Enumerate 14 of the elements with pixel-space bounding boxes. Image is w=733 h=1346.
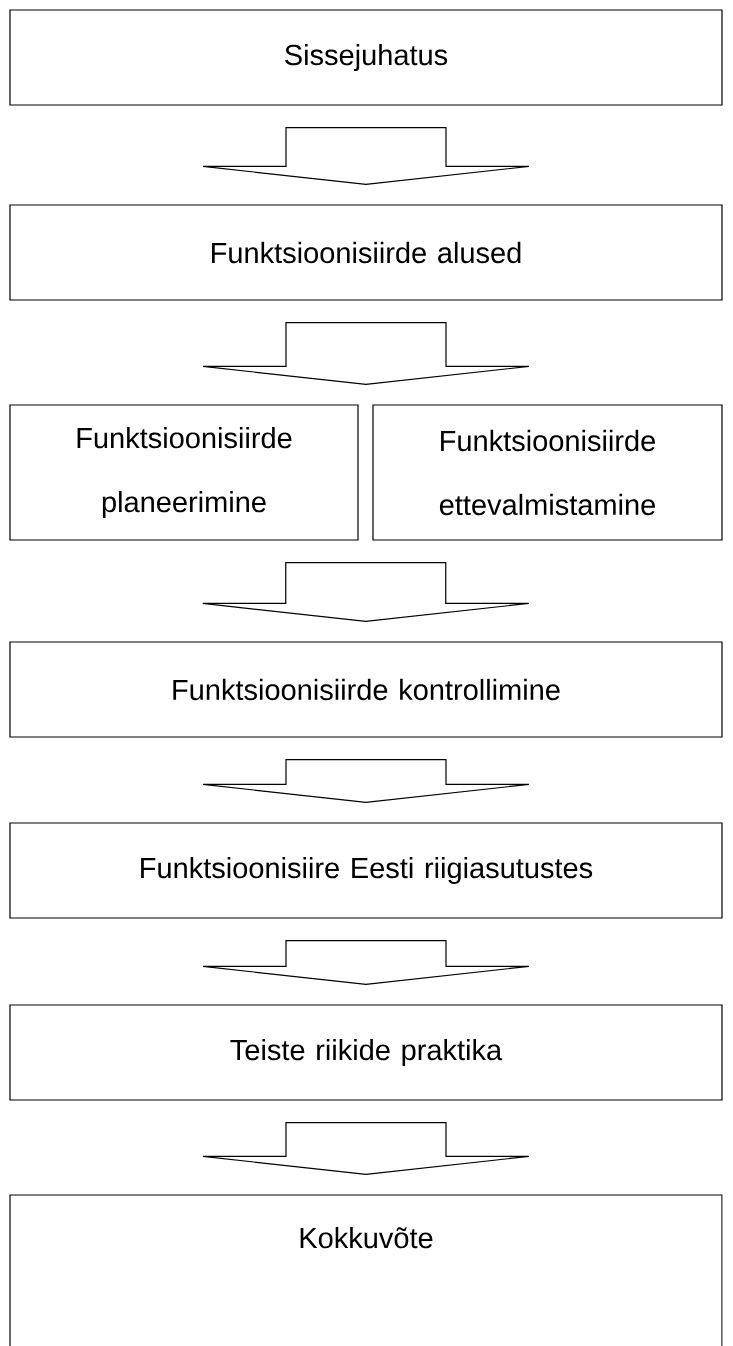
process-box: Funktsioonisiire Eesti riigiasutustes	[9, 822, 723, 919]
block-arrow	[202, 562, 530, 622]
block-arrow	[202, 940, 530, 985]
process-box: Teiste riikide praktika	[9, 1004, 723, 1101]
process-box: Sissejuhatus	[9, 9, 723, 106]
process-box: Funktsioonisiirde kontrollimine	[9, 641, 723, 738]
process-box: Funktsioonisiirde ettevalmistamine	[372, 404, 723, 541]
block-arrow	[202, 759, 530, 803]
block-arrow	[202, 1122, 530, 1175]
process-box: Funktsioonisiirde planeerimine	[9, 404, 359, 541]
process-box: Funktsioonisiirde alused	[9, 204, 723, 301]
block-arrow	[202, 322, 530, 385]
block-arrow	[202, 127, 530, 185]
process-box: Kokkuvõte	[9, 1194, 723, 1346]
